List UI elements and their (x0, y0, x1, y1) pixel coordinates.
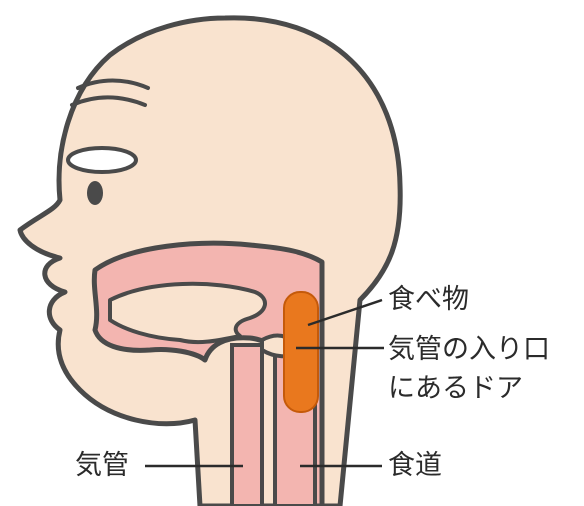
label-food: 食べ物 (388, 284, 469, 316)
pupil (87, 181, 103, 205)
label-door-line1: 気管の入り口 (388, 334, 550, 366)
label-door-line2: にあるドア (388, 373, 523, 405)
eye (68, 148, 136, 172)
label-trachea: 気管 (75, 450, 129, 482)
label-esophagus: 食道 (388, 450, 442, 482)
trachea-tube (232, 345, 262, 506)
food-bolus (284, 292, 318, 412)
